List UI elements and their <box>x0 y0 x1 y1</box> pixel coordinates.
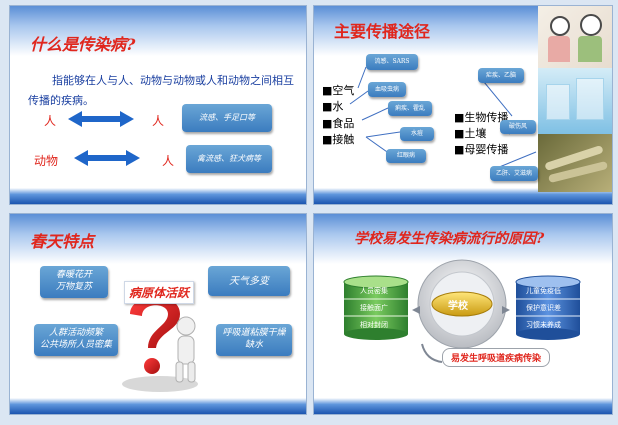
definition-line-2: 传播的疾病。 <box>28 94 94 107</box>
row2-right-label: 人 <box>162 154 175 168</box>
slide-header-band <box>314 214 612 264</box>
spring-box-crowds: 人群活动频繁 公共场所人员密集 <box>34 324 118 356</box>
box-chickenpox: 水痘 <box>400 127 434 141</box>
row1-example-box: 流感、手足口等 <box>182 104 272 132</box>
right-reason-1: 儿童免疫低 <box>526 287 561 295</box>
spring-box-dry-mucosa-line2: 缺水 <box>244 340 263 350</box>
slide-transmission-routes[interactable]: 主要传播途径 ■空气 ■水 ■食品 ■接触 流感、SARS 血吸虫病 痢疾、霍乱… <box>313 5 613 205</box>
school-center-label: 学校 <box>448 301 468 312</box>
row2-example-box: 禽流感、狂犬病等 <box>186 145 272 173</box>
route-biological: ■生物传播 <box>454 111 509 124</box>
row1-left-label: 人 <box>44 114 57 128</box>
box-dysentery-cholera: 痢疾、霍乱 <box>388 101 432 116</box>
slide-title: 什么是传染病? <box>30 35 136 54</box>
spring-box-dry-mucosa-line1: 呼吸道粘膜干燥 <box>222 328 286 339</box>
left-reason-3: 相对封闭 <box>360 321 388 329</box>
slide-footer-band <box>10 398 306 414</box>
right-reason-3: 习惯未养成 <box>526 321 561 329</box>
route-water: ■水 <box>322 100 344 113</box>
spring-box-flowers-line2: 万物复苏 <box>55 282 92 292</box>
route-contact: ■接触 <box>322 133 355 146</box>
spring-box-flowers: 春暖花开 万物复苏 <box>40 266 108 298</box>
slide-header-band <box>10 6 306 56</box>
row1-right-label: 人 <box>152 114 165 128</box>
illustration-food-image <box>538 134 612 192</box>
slide-school-outbreak-reasons[interactable]: 学校易发生传染病流行的原因? <box>313 213 613 415</box>
box-schistosomiasis: 血吸虫病 <box>368 82 406 97</box>
definition-line-1: 指能够在人与人、动物与动物或人和动物之间相互 <box>52 74 294 87</box>
slide-header-band <box>10 214 306 264</box>
illustration-sneeze-image <box>538 6 612 68</box>
box-malaria-encephalitis: 疟疾、乙脑 <box>478 68 524 83</box>
slide-spring-features[interactable]: 春天特点 春暖花开 万物复苏 天气多变 病原体活跃 人群活动频繁 公共场所人员密… <box>9 213 307 415</box>
slide-title: 主要传播途径 <box>334 22 431 41</box>
spring-box-dry-mucosa: 呼吸道粘膜干燥 缺水 <box>216 324 292 356</box>
route-soil: ■土壤 <box>454 127 487 140</box>
right-reason-2: 保护意识差 <box>526 304 561 312</box>
pathogen-active-label: 病原体活跃 <box>124 281 195 304</box>
box-tetanus: 破伤风 <box>500 120 536 134</box>
slide-title: 学校易发生传染病流行的原因? <box>354 231 545 247</box>
route-air: ■空气 <box>322 84 355 97</box>
spring-box-flowers-line1: 春暖花开 <box>55 270 92 281</box>
left-reason-2: 接触面广 <box>360 304 388 312</box>
row2-left-label: 动物 <box>34 154 59 168</box>
illustration-water-image <box>538 68 612 134</box>
slide-footer-band <box>10 188 306 204</box>
slide-footer-band <box>314 398 612 414</box>
spring-box-weather: 天气多变 <box>208 266 290 296</box>
route-food: ■食品 <box>322 117 355 130</box>
respiratory-disease-label: 易发生呼吸道疾病传染 <box>442 348 551 367</box>
slide-title: 春天特点 <box>30 232 95 251</box>
route-mother-infant: ■母婴传播 <box>454 143 509 156</box>
box-hepb-aids: 乙肝、艾滋病 <box>490 166 538 181</box>
box-pinkeye: 红眼病 <box>386 149 426 163</box>
slide-footer-band <box>314 188 612 204</box>
spring-box-crowds-line1: 人群活动频繁 <box>48 328 103 339</box>
slide-what-is-infectious-disease[interactable]: 什么是传染病? 指能够在人与人、动物与动物或人和动物之间相互 传播的疾病。 人 … <box>9 5 307 205</box>
box-flu-sars: 流感、SARS <box>366 54 418 70</box>
left-reason-1: 人员密集 <box>360 287 388 295</box>
spring-box-crowds-line2: 公共场所人员密集 <box>39 340 112 350</box>
